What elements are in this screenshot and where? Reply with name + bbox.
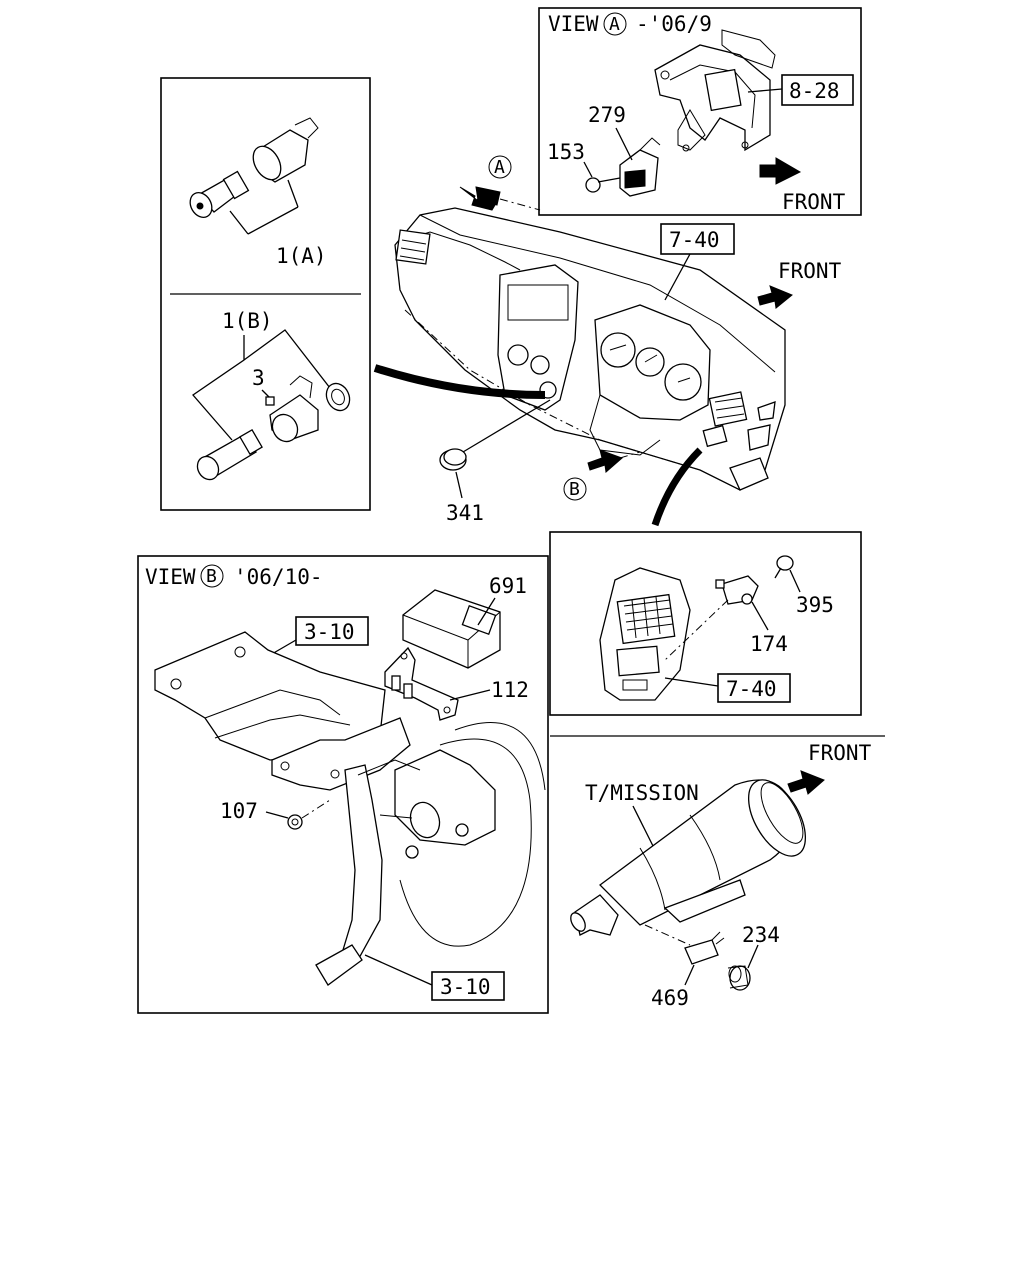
screw-153-drawing [585,177,621,193]
leader-1a [229,179,299,235]
switch-469-drawing [684,931,725,965]
front-tm-arrow-icon [787,770,825,795]
transmission-section: FRONT T/MISSION 469 234 [550,735,885,1010]
svg-text:B: B [206,566,217,587]
ref-box-7-40-top [660,223,735,255]
clip-341-drawing [439,448,467,471]
svg-text:A: A [494,157,505,178]
view-a-title: VIEW [548,12,599,36]
ref-box-3-10-bottom [431,971,505,1001]
svg-text:A: A [609,14,620,35]
part-279-label: 279 [588,103,626,127]
view-b-title: VIEW [145,565,196,589]
view-b-date: '06/10- [234,565,323,589]
arrow-b-circle-icon: B [563,477,587,501]
view-a-panel: VIEW A -'06/9 [538,7,862,216]
leader-1b [192,329,331,441]
brake-pedal-drawing [315,759,421,986]
view-b-arrow-icon [587,449,623,473]
ref-box-3-10-top [295,616,369,646]
callout-curve-vent [651,447,703,527]
svg-text:B: B [569,479,580,500]
booster-drawing [379,722,546,947]
control-unit-691-drawing [402,589,501,669]
arrow-a-circle-icon: A [488,155,512,179]
switch-174-drawing [715,575,759,605]
part-1a-label: 1(A) [276,244,327,268]
lighter-1b-drawing [196,375,351,481]
bracket-112-drawing [384,646,459,721]
ref-3-10-top-label: 3-10 [304,620,355,644]
part-107-label: 107 [220,799,258,823]
part-112-label: 112 [491,678,529,702]
part-234-label: 234 [742,923,780,947]
vent-panel: 395 174 7-40 [549,531,862,716]
ref-3-10-bottom-label: 3-10 [440,975,491,999]
part-691-label: 691 [489,574,527,598]
front-label-view-a: FRONT [782,190,846,214]
lighter-panel: 1(A) 1(B) 3 [160,77,371,511]
dashboard-drawing [394,207,786,491]
nut-107-drawing [287,814,303,830]
part-3-label: 3 [252,366,265,390]
vent-assembly-drawing [599,567,691,701]
view-b-circle-icon: B [200,564,224,588]
ref-7-40-vent-label: 7-40 [726,677,777,701]
vent-frame [549,531,862,716]
ref-box-8-28 [781,74,854,106]
part-153-label: 153 [547,140,585,164]
view-a-frame [538,7,862,216]
ref-8-28-label: 8-28 [789,79,840,103]
callout-curve-lighter [373,364,546,399]
transmission-drawing [570,779,807,936]
front-arrow-icon [759,157,802,185]
pedal-bracket-drawing [154,631,411,791]
lighter-1a-drawing [189,117,319,218]
view-b-frame [137,555,549,1014]
view-a-circle-icon: A [603,12,627,36]
part-395-label: 395 [796,593,834,617]
bracket-assembly-drawing [654,29,776,152]
part-341-label: 341 [446,501,484,525]
lighter-frame [160,77,371,511]
part-469-label: 469 [651,986,689,1010]
ref-box-7-40-vent [717,673,791,703]
view-b-panel: VIEW B '06/10- 691 112 3-10 [137,555,549,1014]
switch-234-drawing [727,965,751,991]
front-main-arrow-icon [757,285,793,309]
screw-395-drawing [774,555,794,579]
part-174-label: 174 [750,632,788,656]
front-label-main: FRONT [778,259,842,283]
view-a-arrow-icon [459,186,501,211]
view-a-date: -'06/9 [636,12,712,36]
ref-7-40-top-label: 7-40 [669,228,720,252]
relay-279-drawing [619,137,661,197]
front-label-tm: FRONT [808,741,872,765]
t-mission-label: T/MISSION [585,781,699,805]
part-1b-label: 1(B) [222,309,273,333]
